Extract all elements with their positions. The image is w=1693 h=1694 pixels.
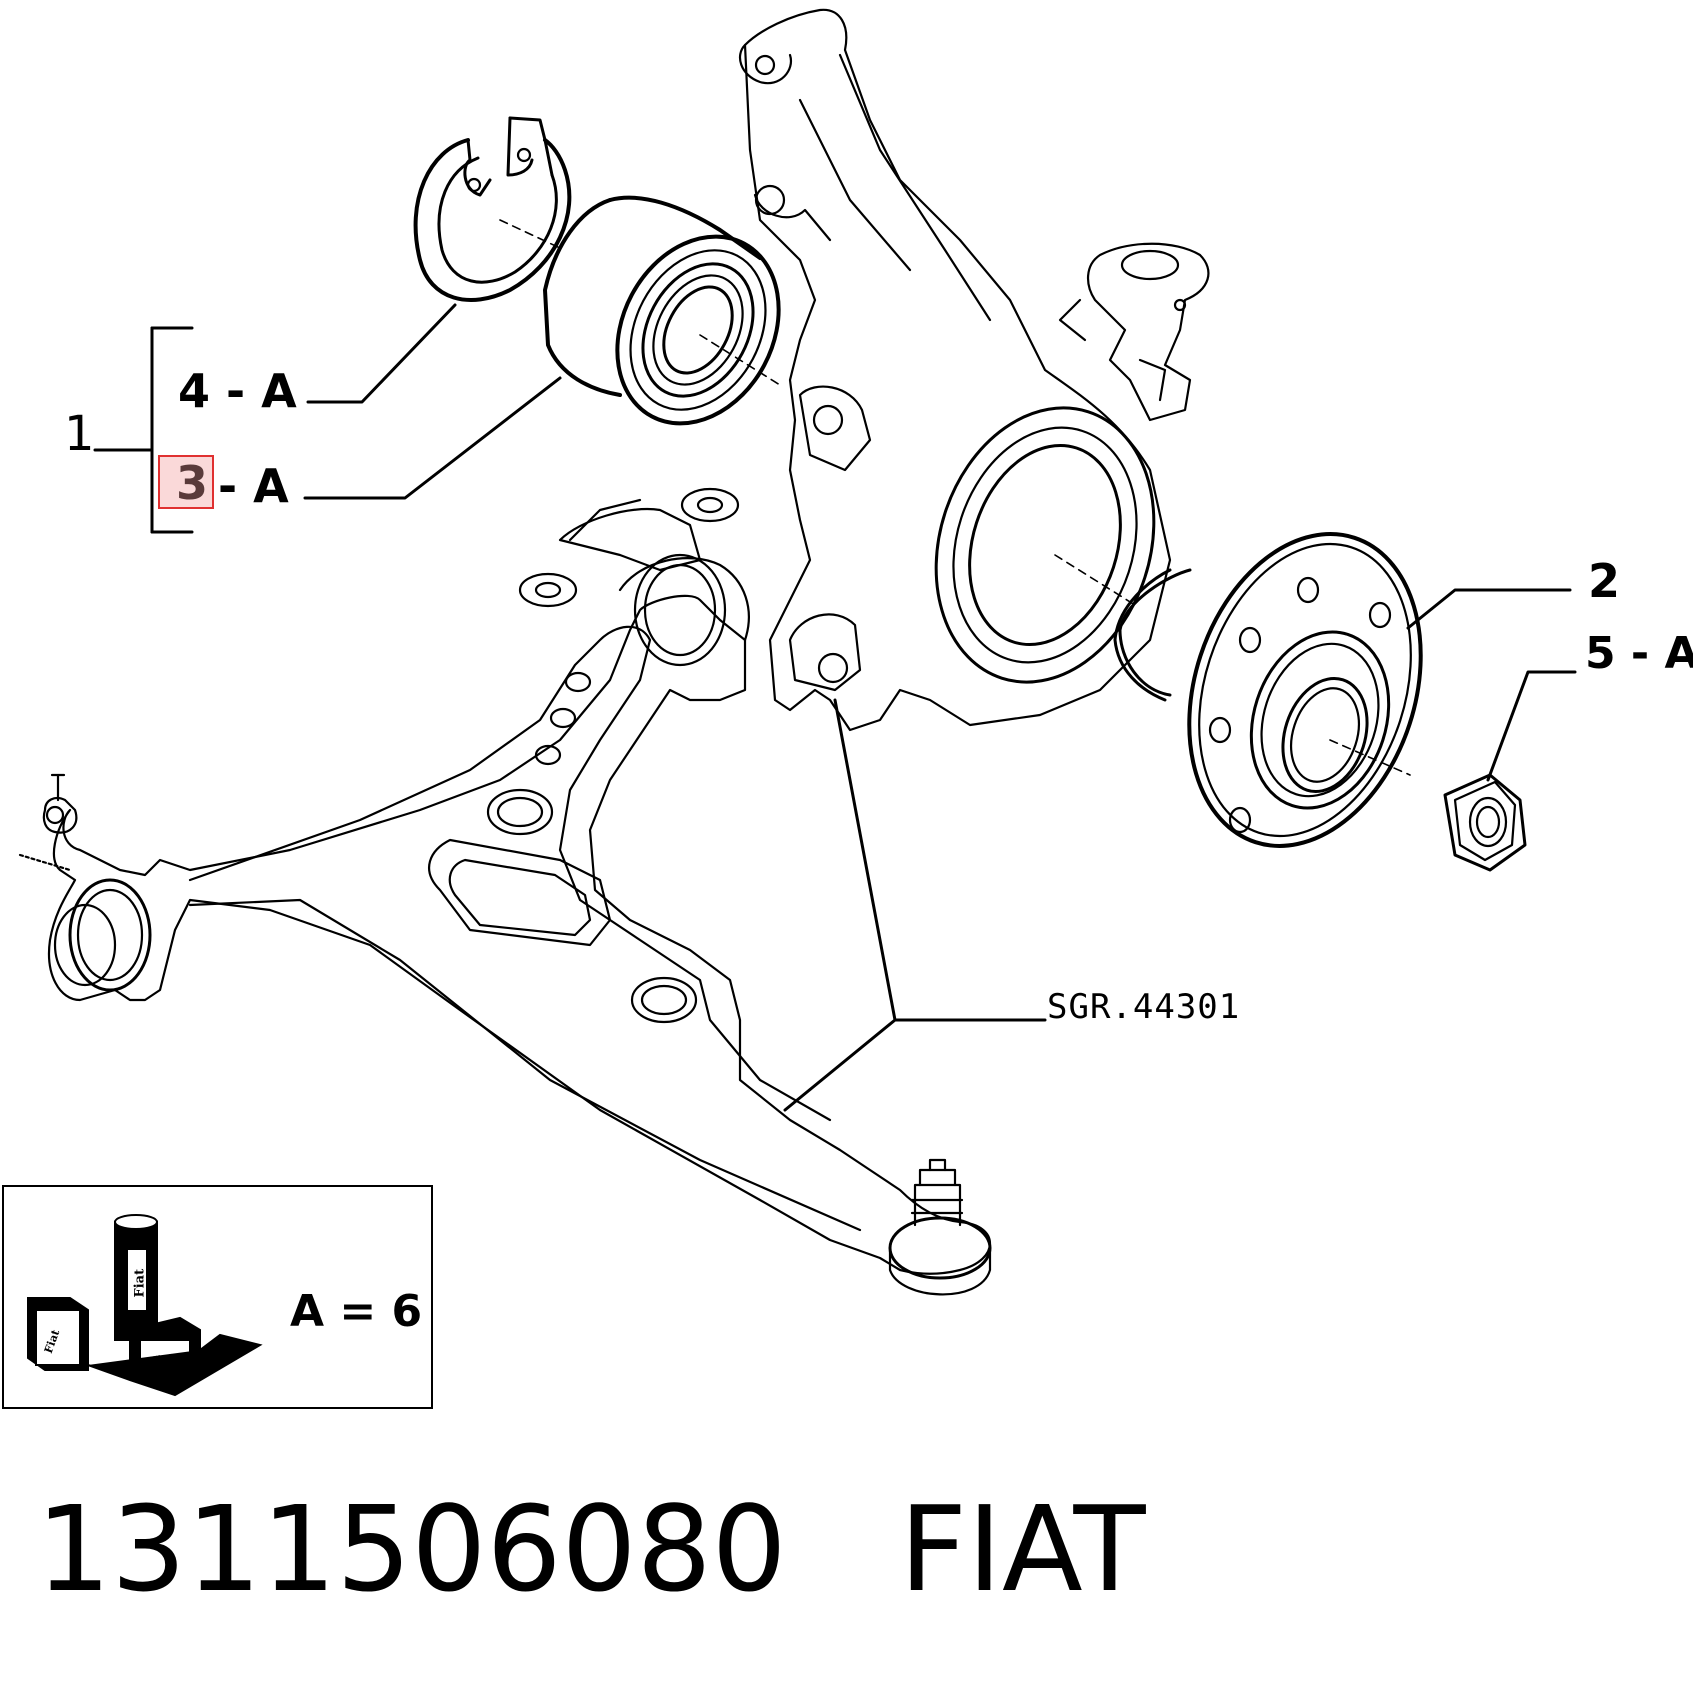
callout-group-1: 1	[64, 406, 95, 462]
callout-part-5: 5 - A	[1585, 628, 1693, 679]
wheel-bearing	[499, 195, 781, 426]
drawing-reference: SGR.44301	[1047, 987, 1241, 1027]
footer-part-number: 1311506080	[36, 1480, 787, 1618]
hub-nut	[1443, 773, 1527, 872]
footer-caption: 1311506080 FIAT	[36, 1490, 1146, 1608]
snap-ring	[413, 116, 572, 302]
grease-legend-icon	[27, 1214, 263, 1397]
highlight-part-3	[158, 455, 214, 509]
callout-part-3-suffix: - A	[218, 459, 289, 513]
steering-knuckle	[738, 8, 1210, 732]
callout-part-2: 2	[1588, 554, 1621, 608]
callout-part-3-number[interactable]: 3	[176, 456, 209, 510]
footer-brand: FIAT	[899, 1480, 1146, 1618]
legend-value: A = 6	[290, 1286, 423, 1337]
legend-can-label: Fiat	[132, 1268, 148, 1298]
callout-part-4: 4 - A	[178, 364, 297, 418]
leader-lines	[93, 303, 1577, 1112]
legend-box	[2, 1185, 433, 1409]
wheel-hub	[1113, 532, 1423, 848]
lower-control-arm	[18, 487, 992, 1296]
